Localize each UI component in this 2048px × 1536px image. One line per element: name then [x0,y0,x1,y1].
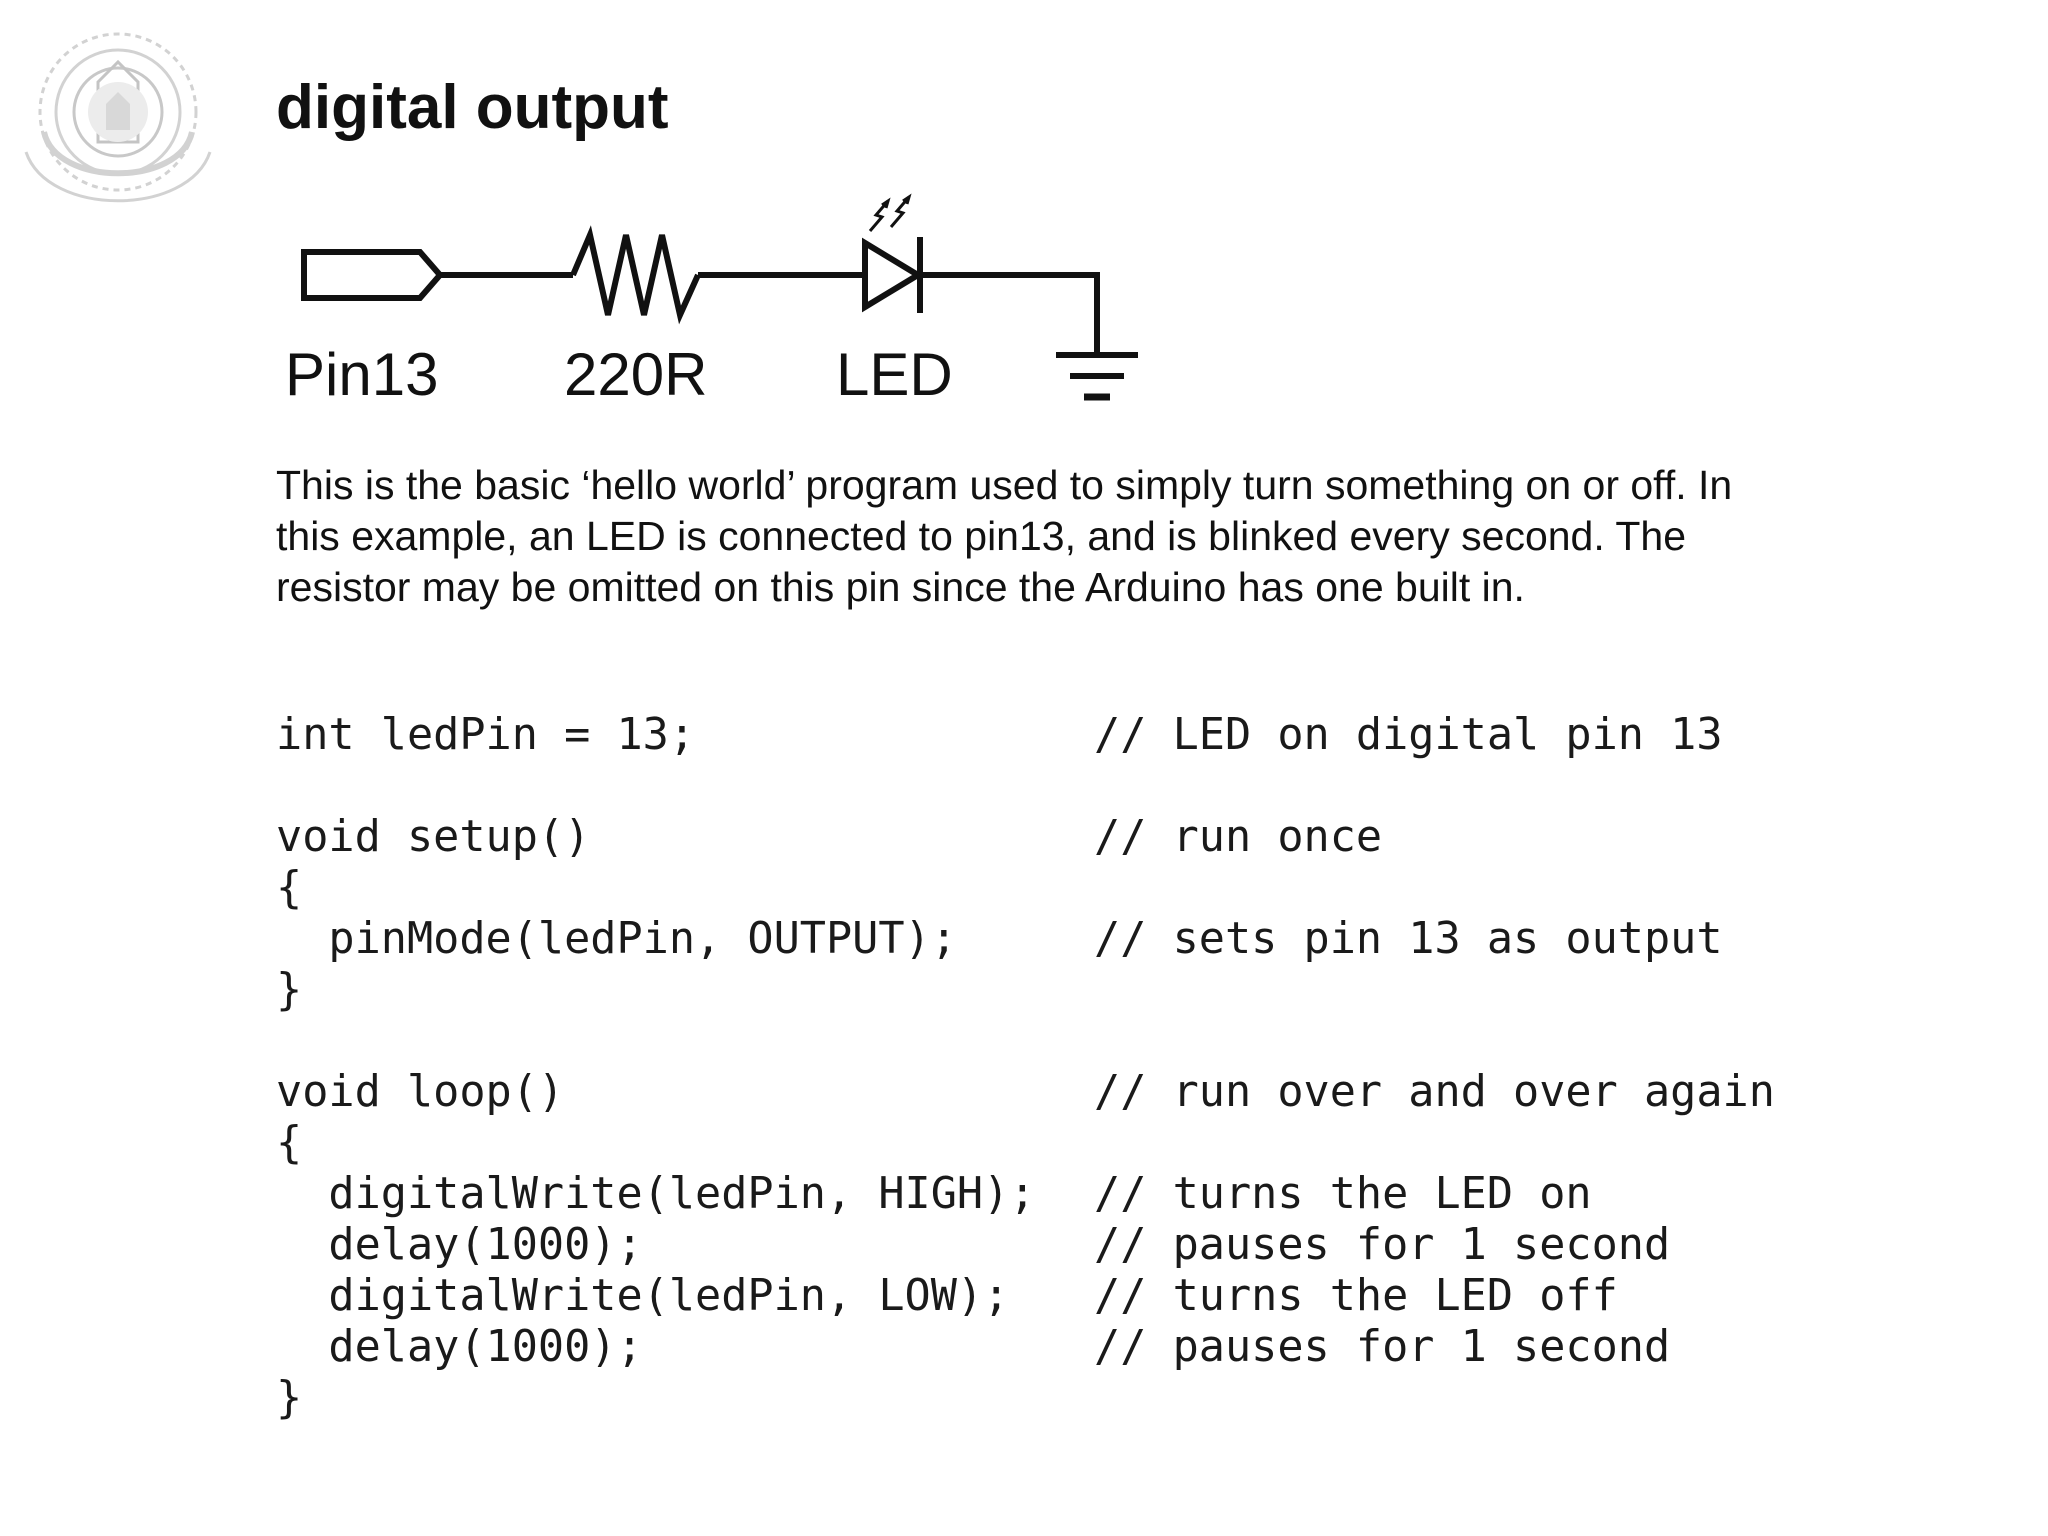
code-statement: { [276,863,303,913]
code-statement: void loop() [276,1067,565,1117]
code-comment: // pauses for 1 second [1094,1220,1671,1270]
code-line: } [276,1373,1836,1424]
code-line: } [276,965,1836,1016]
led-diode-symbol [862,237,924,313]
code-comment: // run over and over again [1094,1067,1775,1117]
code-statement: delay(1000); [276,1322,643,1372]
code-line: delay(1000); // pauses for 1 second [276,1220,1836,1271]
code-statement: digitalWrite(ledPin, LOW); [276,1271,1010,1321]
code-comment: // LED on digital pin 13 [1094,710,1723,760]
code-statement: digitalWrite(ledPin, HIGH); [276,1169,1036,1219]
code-statement: void setup() [276,812,591,862]
code-statement: int ledPin = 13; [276,710,696,760]
code-line: digitalWrite(ledPin, HIGH); // turns the… [276,1169,1836,1220]
code-line [276,1016,1836,1067]
code-block: int ledPin = 13; // LED on digital pin 1… [276,710,1836,1424]
pin-connector-symbol [301,249,444,301]
code-comment: // sets pin 13 as output [1094,914,1723,964]
resistor-label: 220R [564,341,707,408]
wire-segment [920,272,1100,355]
institution-seal-logo [24,32,212,203]
code-comment: // pauses for 1 second [1094,1322,1671,1372]
code-line: void setup() // run once [276,812,1836,863]
code-line: pinMode(ledPin, OUTPUT); // sets pin 13 … [276,914,1836,965]
code-statement: } [276,1373,303,1423]
code-line: void loop() // run over and over again [276,1067,1836,1118]
code-statement: } [276,965,303,1015]
code-comment: // run once [1094,812,1383,862]
code-line: { [276,1118,1836,1169]
code-line: int ledPin = 13; // LED on digital pin 1… [276,710,1836,761]
description-paragraph: This is the basic ‘hello world’ program … [276,460,1876,613]
code-comment: // turns the LED off [1094,1271,1618,1321]
pin-label: Pin13 [285,341,438,408]
code-statement: delay(1000); [276,1220,643,1270]
description-line: this example, an LED is connected to pin… [276,513,1687,559]
code-statement: { [276,1118,303,1168]
code-line: digitalWrite(ledPin, LOW); // turns the … [276,1271,1836,1322]
code-comment: // turns the LED on [1094,1169,1592,1219]
ground-symbol [1056,352,1138,401]
led-label: LED [836,341,953,408]
code-line: delay(1000); // pauses for 1 second [276,1322,1836,1373]
code-statement: pinMode(ledPin, OUTPUT); [276,914,957,964]
slide-title: digital output [276,73,669,142]
light-emission-arrows-icon [868,193,912,232]
resistor-symbol [570,225,701,325]
code-line [276,761,1836,812]
description-line: resistor may be omitted on this pin sinc… [276,564,1525,610]
code-line: { [276,863,1836,914]
description-line: This is the basic ‘hello world’ program … [276,462,1733,508]
circuit-schematic: Pin13 220R LED [285,193,1138,408]
